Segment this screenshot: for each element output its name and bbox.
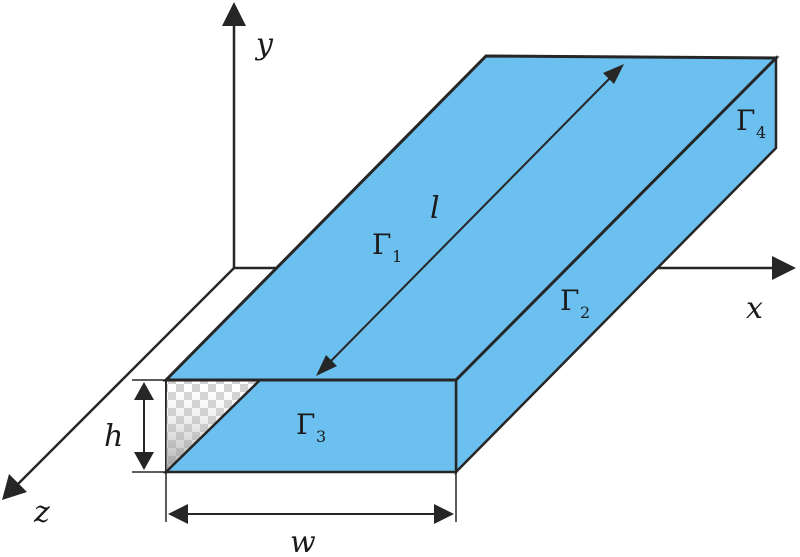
length-arrowhead-bottom [316, 355, 337, 376]
height-label: h [104, 419, 123, 454]
width-arrowhead-right [434, 504, 454, 524]
z-axis-arrowhead [2, 474, 27, 500]
svg-text:Γ: Γ [560, 284, 579, 317]
svg-text:4: 4 [756, 123, 766, 142]
x-axis-arrowhead [772, 256, 796, 280]
gamma3-label: Γ 3 [296, 408, 326, 446]
svg-text:3: 3 [316, 427, 326, 446]
svg-text:Γ: Γ [736, 104, 755, 137]
gamma2-label: Γ 2 [560, 284, 590, 322]
length-dimension-line [329, 77, 611, 363]
z-axis-label: z [33, 495, 50, 530]
gamma4-label: Γ 4 [736, 104, 766, 142]
svg-text:1: 1 [392, 247, 402, 266]
svg-text:Γ: Γ [296, 408, 315, 441]
height-arrowhead-top [134, 382, 154, 400]
svg-text:Γ: Γ [372, 228, 391, 261]
y-axis-label: y [254, 27, 274, 62]
width-arrowhead-left [168, 504, 188, 524]
gamma1-label: Γ 1 [372, 228, 402, 266]
z-axis-line [13, 267, 235, 489]
y-axis-arrowhead [222, 2, 246, 26]
length-label: l [430, 191, 440, 226]
x-axis-label: x [746, 291, 763, 326]
height-arrowhead-bottom [134, 452, 154, 470]
width-label: w [290, 525, 316, 552]
svg-text:2: 2 [580, 303, 590, 322]
length-arrowhead-top [603, 64, 624, 84]
